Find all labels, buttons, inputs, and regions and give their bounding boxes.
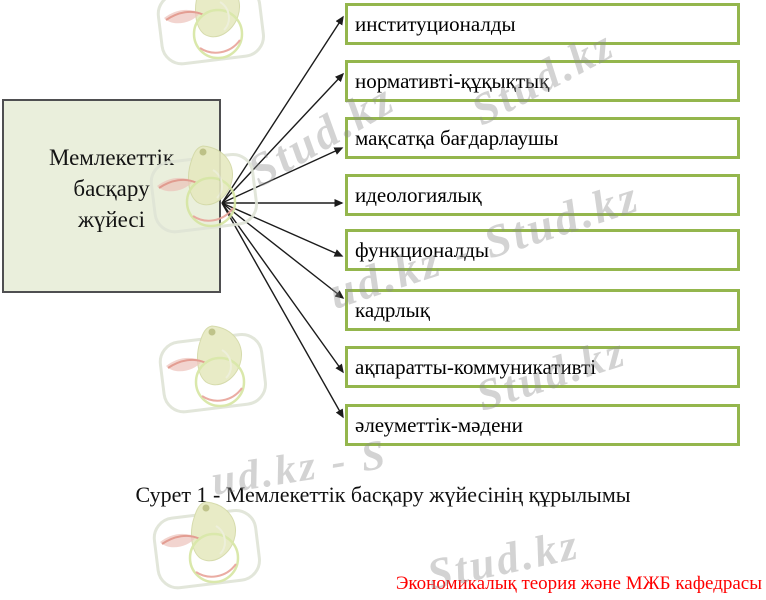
arrow-line-5 (221, 202, 344, 257)
branch-label: әлеуметтік-мәдени (355, 412, 523, 437)
arrow-line-6 (221, 202, 345, 299)
branch-label: идеологиялық (355, 182, 482, 207)
branch-label: нормативті-құқықтық (355, 68, 550, 93)
branch-label: функционалды (355, 237, 490, 262)
branch-box-sociocultural: әлеуметтік-мәдени (345, 404, 740, 446)
branch-box-personnel: кадрлық (345, 289, 740, 331)
branch-box-goal-oriented: мақсатқа бағдарлаушы (345, 117, 740, 159)
branch-box-normative: нормативті-құқықтық (345, 60, 740, 102)
branch-box-functional: функционалды (345, 229, 740, 271)
root-box-label-line: жүйесі (77, 206, 146, 232)
root-box-label-line: басқару (73, 175, 150, 201)
branch-label: мақсатқа бағдарлаушы (355, 125, 559, 150)
arrow-line-2 (221, 72, 345, 204)
branch-box-ideological: идеологиялық (345, 174, 740, 216)
branch-label: ақпаратты-коммуникативті (355, 354, 597, 379)
branch-box-informational: ақпаратты-коммуникативті (345, 346, 740, 388)
branch-label: институционалды (355, 11, 516, 36)
arrow-line-8 (221, 202, 344, 419)
arrow-line-7 (221, 202, 344, 374)
department-credit: Экономикалық теория және МЖБ кафедрасы (395, 573, 762, 594)
branch-label: кадрлық (355, 297, 430, 322)
branch-box-institutional: институционалды (345, 3, 740, 45)
